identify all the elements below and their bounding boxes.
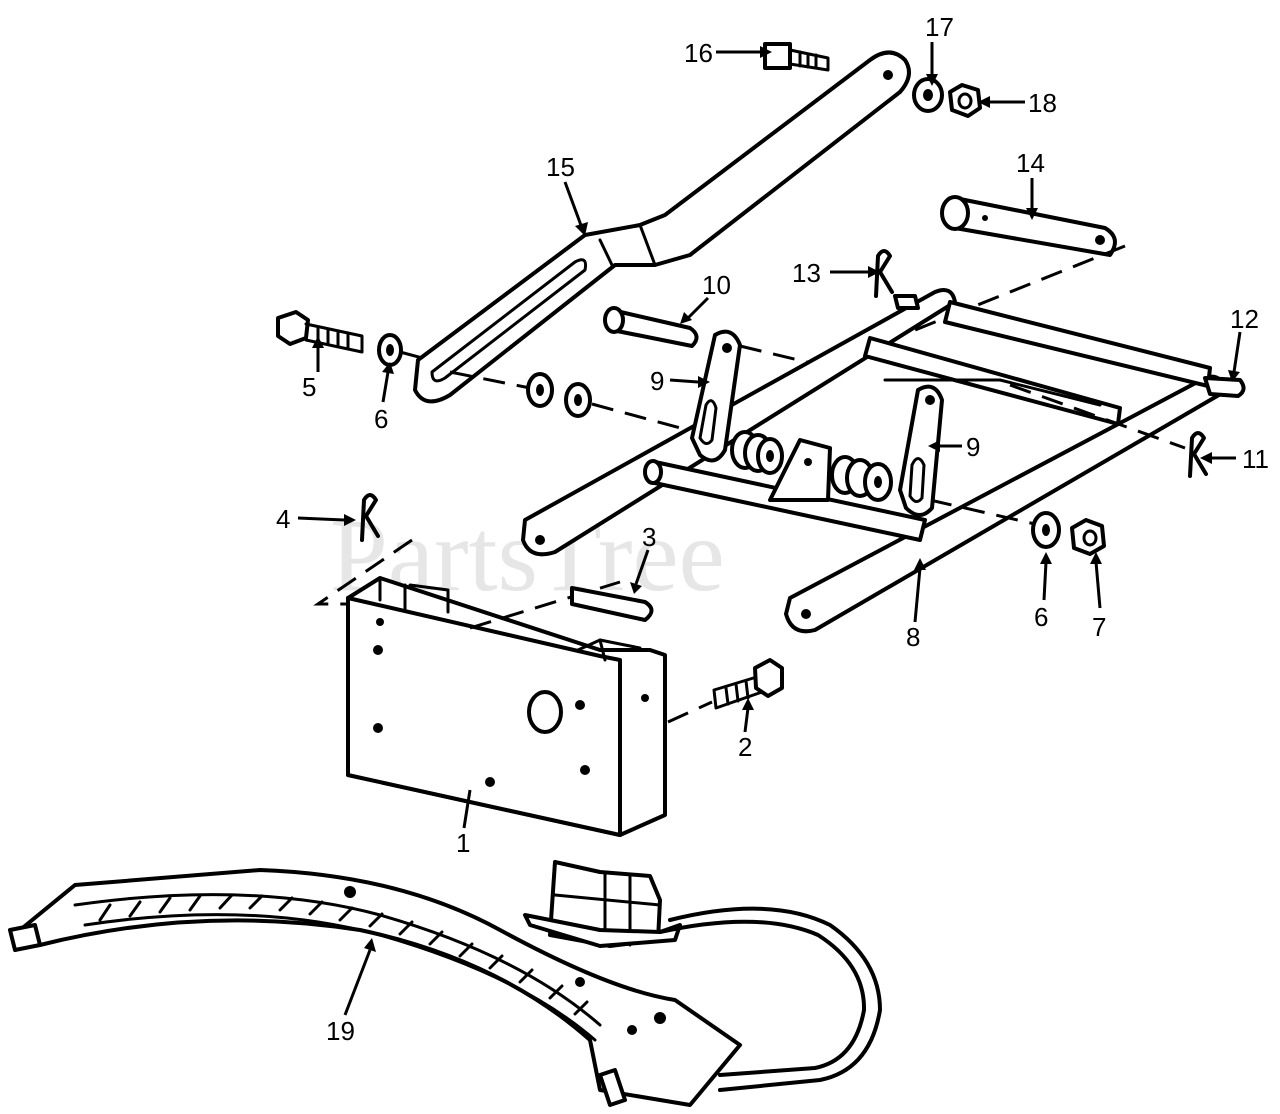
callout-6-left: 6 — [374, 404, 388, 434]
callout-5: 5 — [302, 372, 316, 402]
part-14-pin — [940, 195, 1117, 257]
callout-9-right: 9 — [966, 432, 980, 462]
callout-19: 19 — [326, 1016, 355, 1046]
rollers — [730, 430, 893, 502]
part-9-link-right — [898, 384, 944, 517]
callout-9-left: 9 — [650, 366, 664, 396]
part-8-frame — [521, 288, 1246, 634]
part-17-washer — [912, 77, 944, 113]
callout-11: 11 — [1242, 444, 1269, 474]
part-13-hairpin-clip — [874, 249, 920, 310]
part-3-pin — [469, 580, 654, 630]
callout-16: 16 — [684, 38, 713, 68]
part-16-bolt — [763, 42, 830, 72]
callout-4: 4 — [276, 504, 290, 534]
part-4-hairpin-clip — [360, 493, 380, 542]
part-11-hairpin-clip — [1188, 431, 1208, 478]
callout-6-right: 6 — [1034, 602, 1048, 632]
part-18-nut — [948, 83, 982, 118]
part-1-bracket — [313, 538, 667, 837]
callout-12: 12 — [1230, 304, 1259, 334]
part-6-washer-right — [1031, 511, 1061, 549]
part-19-sector-gear — [8, 868, 742, 1107]
callout-17: 17 — [925, 12, 954, 42]
callout-1: 1 — [456, 828, 470, 858]
washers-middle — [526, 372, 592, 418]
callout-2: 2 — [738, 732, 752, 762]
callout-3: 3 — [642, 522, 656, 552]
callout-8: 8 — [906, 622, 920, 652]
part-10-pin — [603, 306, 699, 348]
part-15-lift-arm — [413, 50, 911, 404]
wire — [668, 906, 882, 1092]
callout-18: 18 — [1028, 88, 1057, 118]
part-7-nut — [1070, 518, 1106, 556]
callout-13: 13 — [792, 258, 821, 288]
callout-arrows — [297, 42, 1242, 1016]
part-5-bolt — [276, 310, 364, 354]
part-9-link-left — [690, 329, 742, 463]
callout-labels: 16 17 18 15 14 13 10 12 5 6 9 9 11 4 3 6… — [276, 12, 1269, 1046]
part-6-washer-left — [377, 333, 403, 367]
callout-7: 7 — [1092, 612, 1106, 642]
callout-10: 10 — [702, 270, 731, 300]
callout-14: 14 — [1016, 148, 1045, 178]
part-2-bolt — [667, 658, 784, 724]
callout-15: 15 — [546, 152, 575, 182]
wire-connector — [523, 860, 682, 948]
